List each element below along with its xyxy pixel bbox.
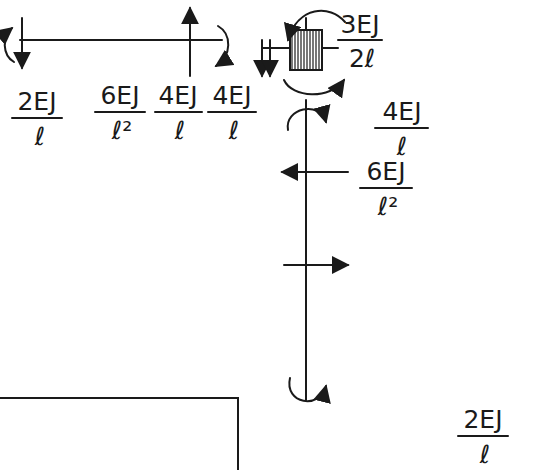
force-arrow <box>261 40 263 76</box>
moment-label: 3EJ <box>340 12 379 37</box>
moment-label: ℓ <box>480 442 490 467</box>
fraction-bar <box>360 187 412 189</box>
beam-line <box>20 39 222 41</box>
fraction-bar <box>12 117 62 119</box>
moment-label: ℓ <box>397 134 407 159</box>
moment-arrow <box>216 26 228 66</box>
beam-stub <box>305 18 307 30</box>
moment-arrow <box>284 80 344 94</box>
rigid-joint <box>290 30 322 70</box>
fraction-bar <box>338 39 382 41</box>
force-arrow <box>21 18 23 68</box>
moment-arrow <box>289 378 326 401</box>
beam-stub <box>262 47 290 49</box>
moment-label: ℓ <box>229 118 239 143</box>
moment-label: 6EJ <box>100 83 139 108</box>
moment-label: 4EJ <box>158 83 197 108</box>
column-line <box>305 100 307 400</box>
force-arrow <box>284 264 348 266</box>
moment-label: ℓ <box>175 118 185 143</box>
fraction-bar <box>155 111 202 113</box>
fraction-bar <box>458 435 508 437</box>
moment-label: 6EJ <box>366 159 405 184</box>
moment-arrow <box>288 109 326 130</box>
moment-label: 2EJ <box>17 89 56 114</box>
beam-stub <box>322 47 338 49</box>
fraction-bar <box>95 111 145 113</box>
moment-label: ℓ² <box>112 118 132 143</box>
moment-label: ℓ² <box>378 194 398 219</box>
force-arrow <box>189 8 191 76</box>
moment-arrow <box>288 11 345 40</box>
moment-label: 4EJ <box>212 83 251 108</box>
force-arrow <box>282 171 348 173</box>
moment-label: 2EJ <box>463 407 502 432</box>
moment-label: 2ℓ <box>349 46 375 71</box>
fraction-bar <box>208 111 256 113</box>
result-box <box>0 398 238 470</box>
moment-label: 4EJ <box>382 99 421 124</box>
moment-arrow <box>5 28 14 62</box>
moment-label: ℓ <box>35 124 45 149</box>
force-arrow <box>269 40 271 76</box>
fraction-bar <box>375 127 428 129</box>
